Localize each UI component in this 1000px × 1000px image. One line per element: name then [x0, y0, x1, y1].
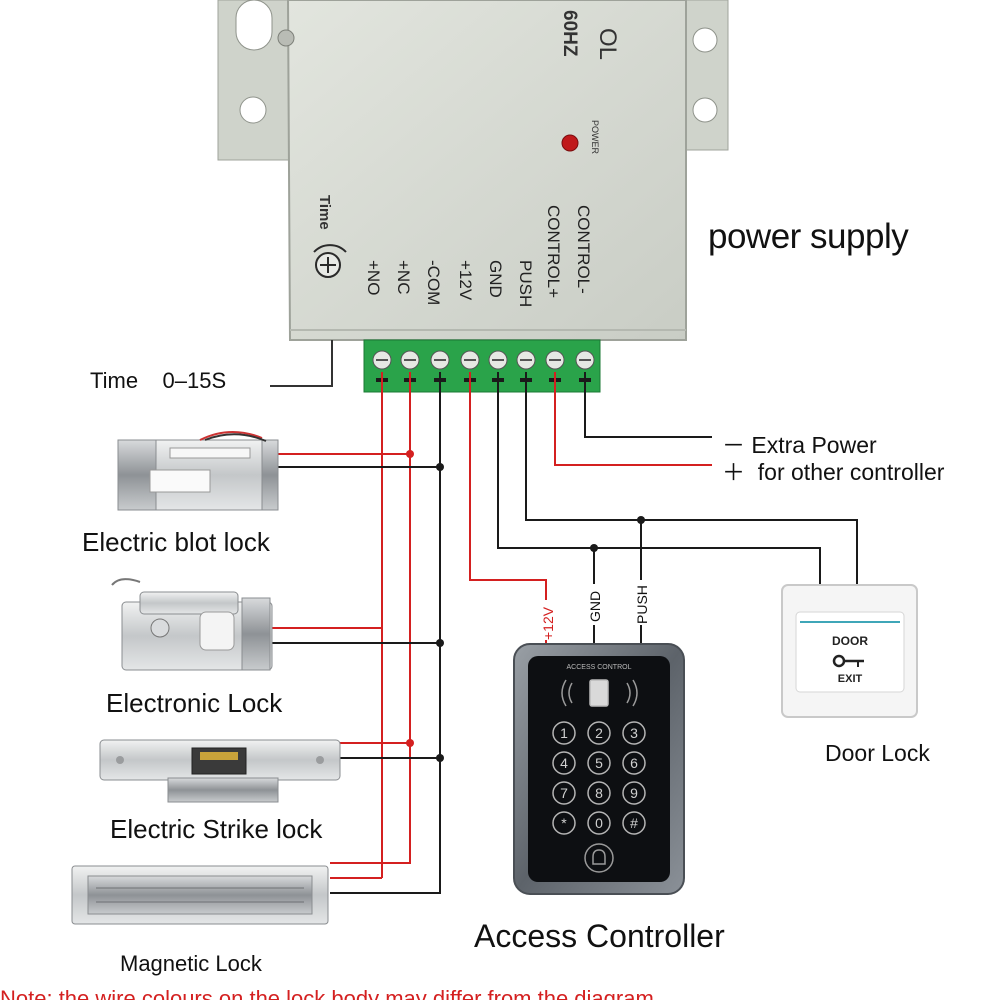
keypad-key[interactable]	[552, 721, 576, 745]
keypad-key-label: 7	[560, 785, 568, 801]
terminal-label: GND	[486, 260, 505, 298]
controller-wire-label-gnd: GND	[587, 591, 603, 622]
wire-no	[272, 372, 383, 629]
terminal-label: +NC	[394, 260, 413, 294]
keypad-key[interactable]	[552, 781, 576, 805]
magnetic-lock-label: Magnetic Lock	[120, 951, 262, 976]
wire-com	[330, 372, 441, 894]
keypad-key-label: 2	[595, 725, 603, 741]
electronic-lock-image	[111, 578, 273, 671]
keypad-key-label: 9	[630, 785, 638, 801]
terminal-label: CONTROL+	[544, 205, 563, 298]
wire-nc	[330, 372, 411, 864]
terminal-label: -COM	[424, 260, 443, 305]
power-supply-title: power supply	[708, 217, 909, 256]
keypad-keys: 1 2 3 4 5 6 7 8 9 * 0 #	[552, 721, 646, 835]
card-reader-icon	[561, 679, 638, 707]
terminal-label: +NO	[364, 260, 383, 295]
wires	[270, 340, 858, 894]
door-exit-button[interactable]: DOOR EXIT	[781, 584, 918, 718]
keypad-key[interactable]	[622, 781, 646, 805]
door-exit-text-2: EXIT	[838, 673, 863, 685]
terminal-block	[363, 339, 601, 393]
keypad-key-label: 8	[595, 785, 603, 801]
access-controller-label: Access Controller	[474, 918, 725, 954]
keypad-key-label: 6	[630, 755, 638, 771]
time-adjust-knob[interactable]	[313, 244, 347, 278]
keypad-key-label: *	[561, 815, 567, 831]
access-controller-keypad: ACCESS CONTROL 1 2 3 4 5 6 7 8 9 * 0 #	[513, 643, 685, 895]
electric-strike-lock-image	[99, 739, 341, 803]
controller-wire-label-push: PUSH	[634, 585, 650, 624]
wire-gnd	[497, 372, 821, 585]
terminal-labels: +NO +NC -COM +12V GND PUSH CONTROL+ CONTROL-	[364, 205, 593, 307]
footer-note: Note: the wire colours on the lock body …	[0, 988, 1000, 1000]
keypad-key[interactable]	[587, 751, 611, 775]
keypad-key-label: 4	[560, 755, 568, 771]
wire-12v	[469, 372, 547, 600]
keypad-key-label: 0	[595, 815, 603, 831]
time-range-label: Time 0–15S	[90, 368, 227, 393]
keypad-panel-title: ACCESS CONTROL	[567, 664, 632, 671]
doorbell-button[interactable]	[584, 843, 614, 873]
keypad-key-label: 1	[560, 725, 568, 741]
controller-wire-label-12v: +12V	[540, 606, 556, 640]
keypad-key[interactable]	[587, 811, 611, 835]
keypad-key[interactable]	[622, 721, 646, 745]
door-exit-text-1: DOOR	[832, 634, 868, 648]
key-icon	[832, 654, 864, 668]
keypad-key[interactable]	[587, 721, 611, 745]
keypad-key[interactable]	[587, 781, 611, 805]
keypad-key[interactable]	[552, 811, 576, 835]
keypad-key[interactable]	[622, 751, 646, 775]
time-label: Time	[316, 195, 333, 230]
keypad-key-label: 5	[595, 755, 603, 771]
keypad-key[interactable]	[552, 751, 576, 775]
wire-control-plus	[554, 372, 712, 466]
time-pointer-line	[270, 340, 333, 387]
electric-bolt-lock-label: Electric blot lock	[82, 527, 270, 557]
electric-strike-lock-label: Electric Strike lock	[110, 814, 323, 844]
case-text-2: 60HZ	[559, 10, 580, 57]
extra-power-controller-label: ＋ for other controller	[722, 459, 945, 485]
terminal-label: CONTROL-	[574, 205, 593, 294]
terminal-label: +12V	[456, 260, 475, 301]
power-led-label: POWER	[590, 120, 600, 155]
power-led	[561, 134, 579, 152]
case-text-1: OL	[594, 28, 621, 60]
keypad-key[interactable]	[622, 811, 646, 835]
electronic-lock-label: Electronic Lock	[106, 688, 283, 718]
magnetic-lock-image	[71, 865, 329, 925]
wire-push	[525, 372, 858, 585]
extra-power-label: － Extra Power	[722, 432, 877, 458]
electric-bolt-lock-image	[117, 430, 279, 511]
wire-junctions	[406, 450, 645, 762]
terminal-label: PUSH	[516, 260, 535, 307]
keypad-key-label: 3	[630, 725, 638, 741]
power-supply-unit: OL 60HZ POWER Time +NO +NC -COM +12V GND PUSH…	[217, 0, 729, 341]
wire-control-minus	[584, 372, 712, 438]
door-lock-label: Door Lock	[825, 740, 930, 766]
keypad-key-label: #	[630, 815, 638, 831]
